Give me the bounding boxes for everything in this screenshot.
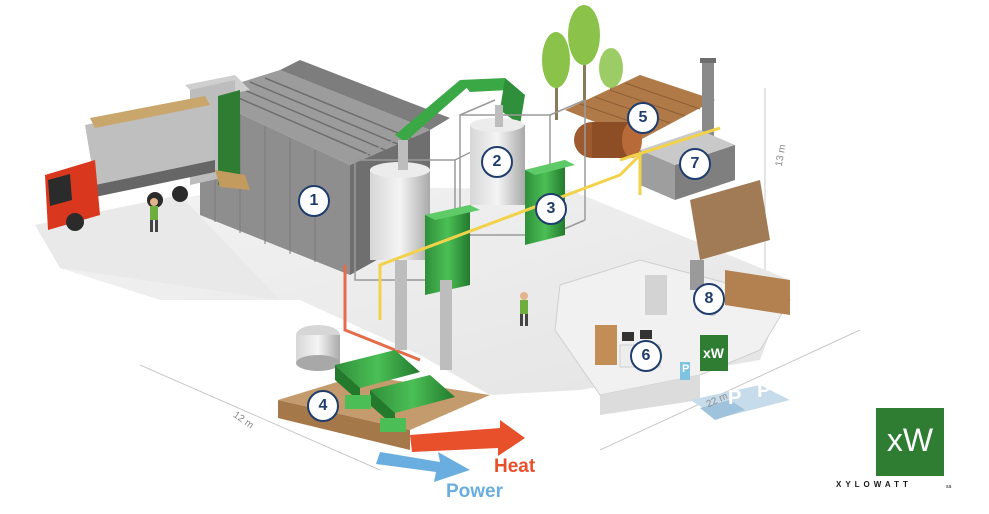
parking-p-small: P — [682, 363, 690, 375]
parking-area — [690, 385, 790, 420]
label-8-badge: 8 — [693, 283, 725, 315]
parking-p-2: P — [757, 380, 771, 402]
label-4-badge: 4 — [307, 390, 339, 422]
conveyor — [395, 78, 525, 142]
oil-tank — [296, 325, 340, 371]
parking-p-1: P — [728, 387, 742, 409]
trees — [542, 5, 623, 120]
heat-arrow — [410, 420, 525, 456]
xylowatt-logo: xW — [876, 408, 944, 476]
dimension-lines — [139, 88, 861, 471]
label-3-badge: 3 — [535, 193, 567, 225]
building-logo: xW — [703, 345, 724, 361]
label-5-badge: 5 — [627, 102, 659, 134]
worker-figure — [150, 198, 158, 232]
exhaust-columns — [395, 260, 452, 370]
delivery-truck — [45, 96, 250, 231]
output-arrows — [376, 420, 525, 482]
logo-mark: xW — [886, 422, 934, 458]
label-7-badge: 7 — [679, 148, 711, 180]
label-2-badge: 2 — [481, 146, 513, 178]
brand-name: XYLOWATT — [836, 480, 912, 489]
label-1-badge: 1 — [298, 185, 330, 217]
power-label: Power — [446, 481, 504, 502]
brand-suffix: sa — [946, 484, 952, 490]
label-6-badge: 6 — [630, 340, 662, 372]
power-arrow — [376, 452, 470, 482]
heat-label: Heat — [494, 456, 536, 477]
worker-figure-yard — [520, 292, 528, 326]
exhaust-stack — [640, 58, 770, 260]
